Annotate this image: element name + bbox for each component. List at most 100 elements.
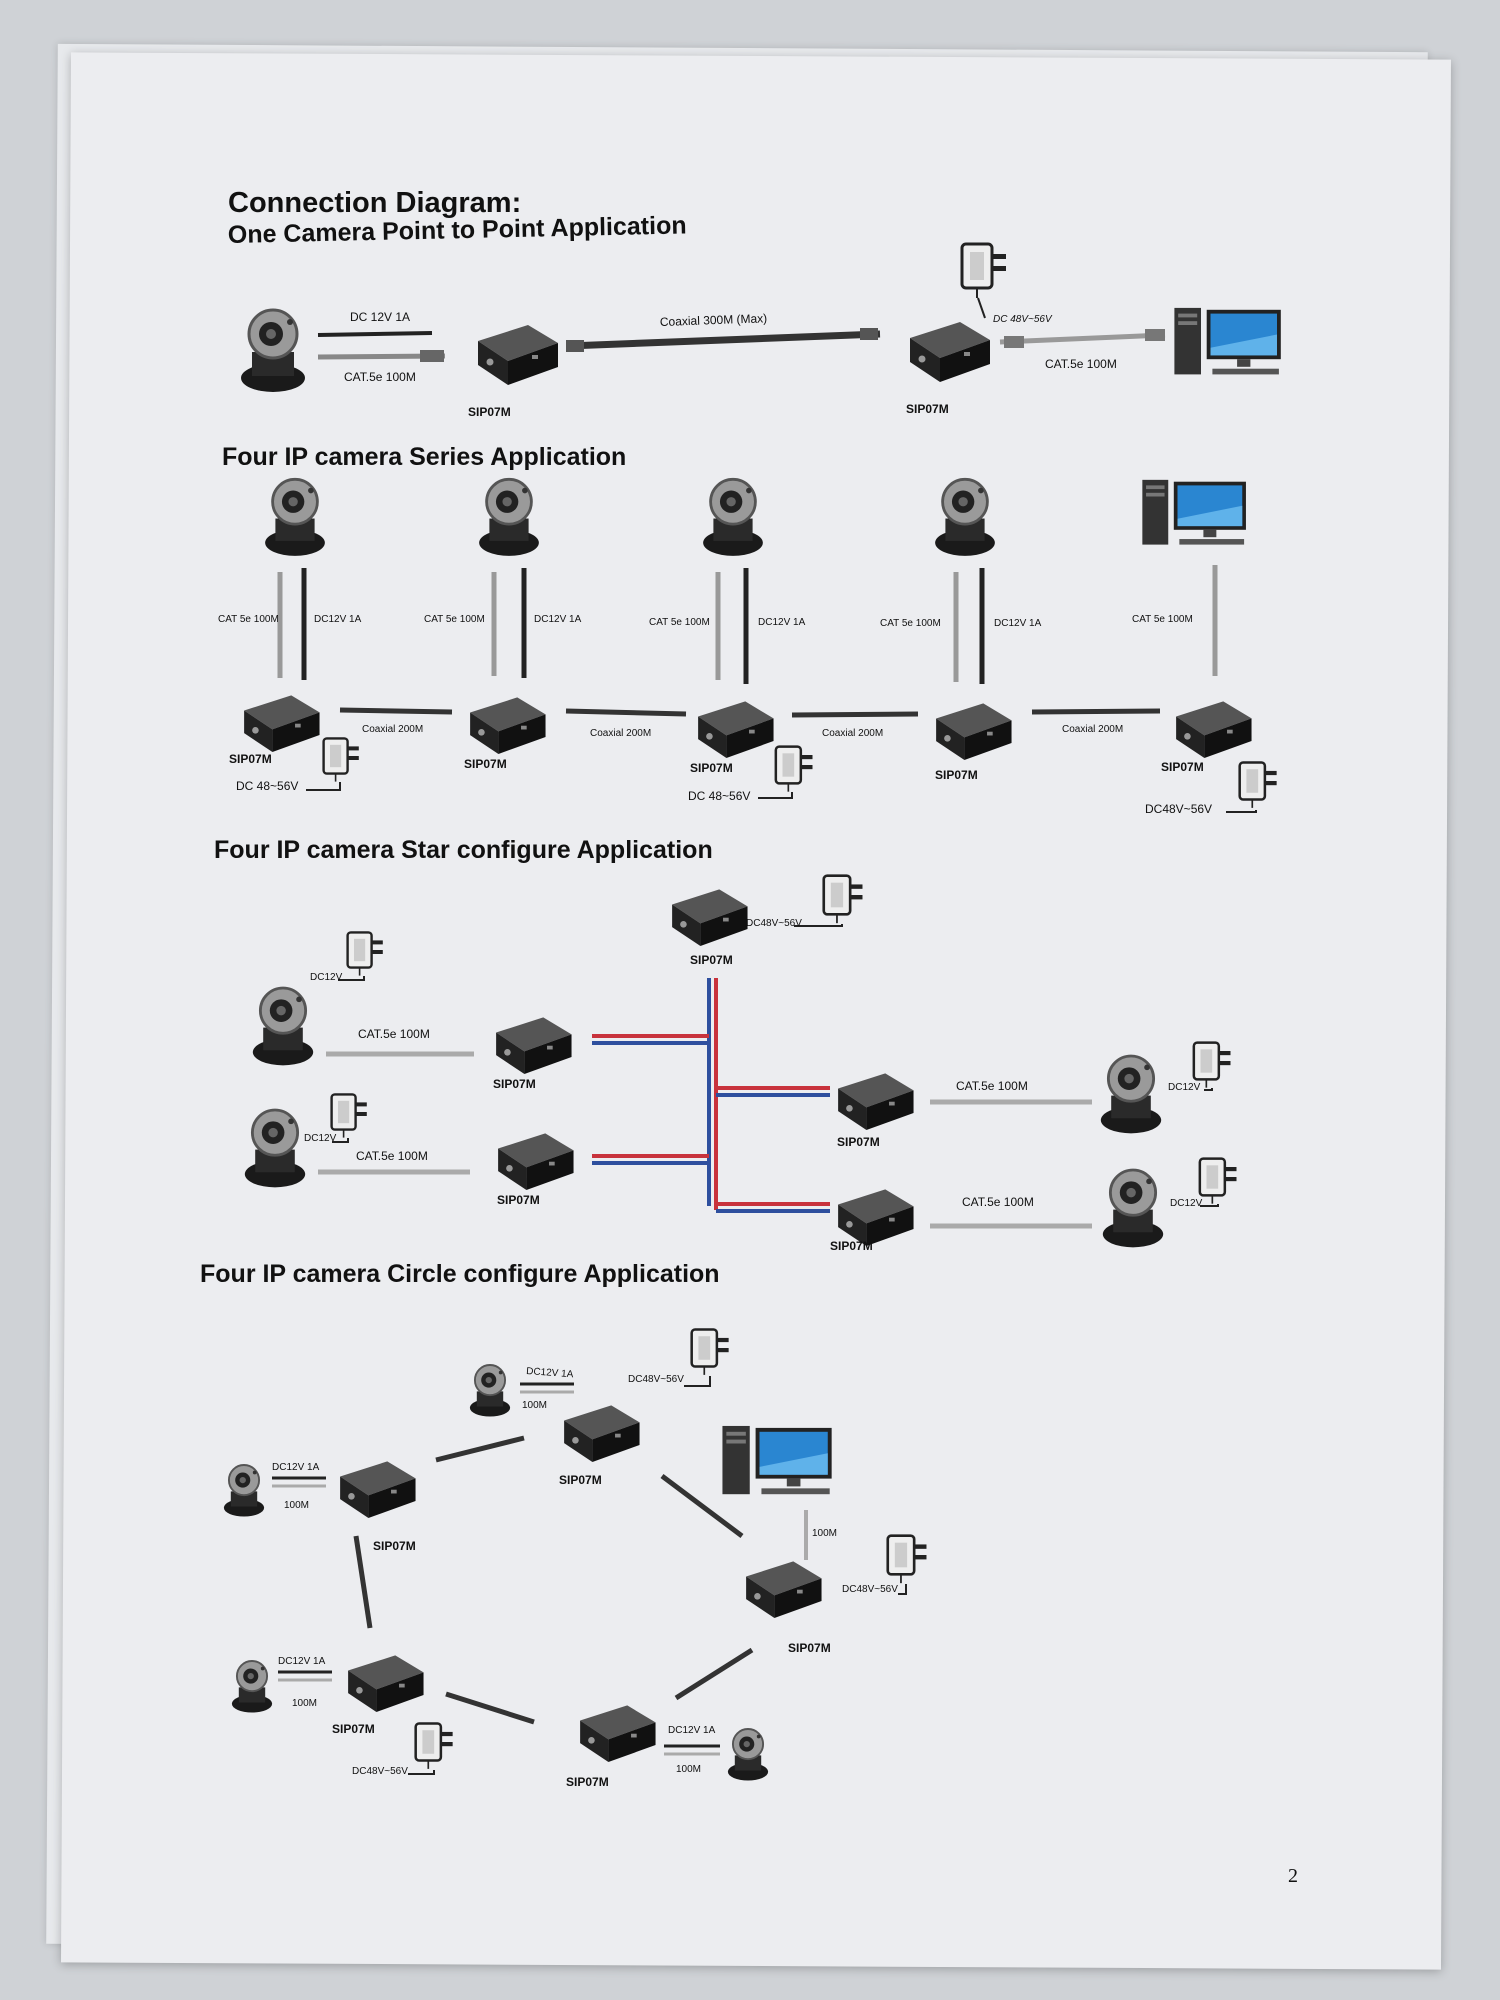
star-camera-br bbox=[1101, 1168, 1165, 1249]
series-vertical-cables bbox=[277, 565, 1218, 684]
circle-dc48-label-right: DC48V~56V bbox=[842, 1584, 898, 1595]
circle-computer bbox=[722, 1425, 832, 1495]
series-dc-label-4: DC12V 1A bbox=[994, 618, 1042, 629]
series-camera-1 bbox=[263, 477, 327, 558]
star-power-adapter-bl bbox=[330, 1093, 368, 1139]
series-device-4-label: SIP07M bbox=[935, 768, 978, 782]
series-power-adapter-1 bbox=[322, 737, 360, 783]
p2p-cat-cable bbox=[317, 350, 446, 362]
circle-dc12-label-left: DC12V 1A bbox=[272, 1462, 320, 1473]
series-device-5 bbox=[1176, 701, 1252, 758]
p2p-device-a-label: SIP07M bbox=[468, 405, 511, 419]
circle-dc48-label-bottom-left: DC48V~56V bbox=[352, 1766, 408, 1777]
star-cat-cables bbox=[318, 1051, 1092, 1229]
p2p-camera bbox=[239, 308, 307, 394]
series-coax-label-1: Coaxial 200M bbox=[362, 724, 423, 735]
p2p-cat-far-label: CAT.5e 100M bbox=[1045, 357, 1117, 371]
star-power-adapter-tl bbox=[346, 931, 384, 977]
series-device-4 bbox=[936, 703, 1012, 760]
circle-device-bottom-label: SIP07M bbox=[566, 1775, 609, 1789]
circle-device-right bbox=[746, 1561, 822, 1618]
circle-device-bottom bbox=[580, 1705, 656, 1762]
star-device-tl-label: SIP07M bbox=[493, 1077, 536, 1091]
series-device-1-label: SIP07M bbox=[229, 752, 272, 766]
circle-device-left-label: SIP07M bbox=[373, 1539, 416, 1553]
p2p-dc-cable bbox=[317, 331, 433, 337]
circle-device-bottom-left-label: SIP07M bbox=[332, 1722, 375, 1736]
circle-ring-cables bbox=[353, 1435, 754, 1725]
p2p-computer bbox=[1174, 307, 1281, 375]
circle-device-left bbox=[340, 1461, 416, 1518]
circle-camera-top bbox=[468, 1364, 512, 1418]
circle-pc-cat-label: 100M bbox=[812, 1528, 837, 1539]
circle-cat-label-left: 100M bbox=[284, 1500, 309, 1511]
series-dc48-label-3: DC48V~56V bbox=[1145, 802, 1212, 816]
star-hub-device-label: SIP07M bbox=[690, 953, 733, 967]
p2p-power-adapter bbox=[960, 242, 1008, 300]
series-dc-label-3: DC12V 1A bbox=[758, 617, 806, 628]
series-dc-label-1: DC12V 1A bbox=[314, 614, 362, 625]
circle-dc48-label-top: DC48V~56V bbox=[628, 1374, 684, 1385]
series-cat-label-3: CAT 5e 100M bbox=[649, 617, 710, 628]
series-device-2-label: SIP07M bbox=[464, 757, 507, 771]
series-coax-cables bbox=[339, 707, 1161, 718]
circle-power-adapter-bottom-left bbox=[414, 1722, 454, 1771]
circle-camera-left bbox=[222, 1464, 266, 1518]
diagram-title: Connection Diagram: bbox=[228, 187, 521, 219]
p2p-coax-cable bbox=[566, 328, 881, 352]
star-dc12-label-tr: DC12V bbox=[1168, 1082, 1201, 1093]
series-dc48-label-2: DC 48~56V bbox=[688, 789, 750, 803]
section-title-star: Four IP camera Star configure Applicatio… bbox=[214, 836, 713, 864]
series-coax-label-2: Coaxial 200M bbox=[590, 728, 651, 739]
star-cat-label-br: CAT.5e 100M bbox=[962, 1195, 1034, 1209]
series-computer bbox=[1142, 479, 1246, 545]
series-dc-label-2: DC12V 1A bbox=[534, 614, 582, 625]
section-title-series: Four IP camera Series Application bbox=[222, 443, 626, 471]
star-power-adapter-tr bbox=[1192, 1041, 1232, 1089]
star-camera-tl bbox=[251, 986, 315, 1067]
star-hub-device bbox=[672, 889, 748, 946]
star-camera-bl bbox=[243, 1108, 307, 1189]
p2p-cat-cable-far bbox=[999, 329, 1166, 348]
section-title-circle: Four IP camera Circle configure Applicat… bbox=[200, 1260, 720, 1288]
star-cat-label-tr: CAT.5e 100M bbox=[956, 1079, 1028, 1093]
circle-device-right-label: SIP07M bbox=[788, 1641, 831, 1655]
p2p-dc48-label: DC 48V~56V bbox=[993, 314, 1053, 325]
series-camera-2 bbox=[477, 477, 541, 558]
series-dc48-label-1: DC 48~56V bbox=[236, 779, 298, 793]
series-cat-label-1: CAT 5e 100M bbox=[218, 614, 279, 625]
star-device-tr-label: SIP07M bbox=[837, 1135, 880, 1149]
p2p-device-b bbox=[910, 322, 990, 382]
circle-cat-label-top: 100M bbox=[522, 1400, 547, 1411]
star-dc12-label-tl: DC12V bbox=[310, 972, 343, 983]
star-hub-power-adapter bbox=[822, 874, 864, 925]
star-device-bl bbox=[498, 1133, 574, 1190]
circle-dc12-label-bottom: DC12V 1A bbox=[668, 1725, 716, 1736]
circle-camera-bottom-right bbox=[726, 1728, 770, 1782]
star-camera-tr bbox=[1099, 1054, 1163, 1135]
series-device-3-label: SIP07M bbox=[690, 761, 733, 775]
series-device-3 bbox=[698, 701, 774, 758]
circle-device-top bbox=[564, 1405, 640, 1462]
star-device-br bbox=[838, 1189, 914, 1246]
circle-cat-label-bottom-left: 100M bbox=[292, 1698, 317, 1709]
circle-device-top-label: SIP07M bbox=[559, 1473, 602, 1487]
star-dc12-label-br: DC12V bbox=[1170, 1198, 1203, 1209]
series-device-2 bbox=[470, 697, 546, 754]
series-coax-label-3: Coaxial 200M bbox=[822, 728, 883, 739]
series-power-adapter-2 bbox=[774, 745, 814, 793]
page-number: 2 bbox=[1288, 1865, 1298, 1887]
circle-camera-bottom-left bbox=[230, 1660, 274, 1714]
star-bus-cables bbox=[592, 978, 830, 1213]
star-cat-label-bl: CAT.5e 100M bbox=[356, 1149, 428, 1163]
series-device-1 bbox=[244, 695, 320, 752]
star-device-tr bbox=[838, 1073, 914, 1130]
star-power-adapter-br bbox=[1198, 1157, 1238, 1205]
star-device-bl-label: SIP07M bbox=[497, 1193, 540, 1207]
p2p-cat-label: CAT.5e 100M bbox=[344, 370, 416, 384]
series-camera-4 bbox=[933, 477, 997, 558]
circle-dc12-label-bottom-left: DC12V 1A bbox=[278, 1656, 326, 1667]
circle-device-bottom-left bbox=[348, 1655, 424, 1712]
series-cat-label-2: CAT 5e 100M bbox=[424, 614, 485, 625]
